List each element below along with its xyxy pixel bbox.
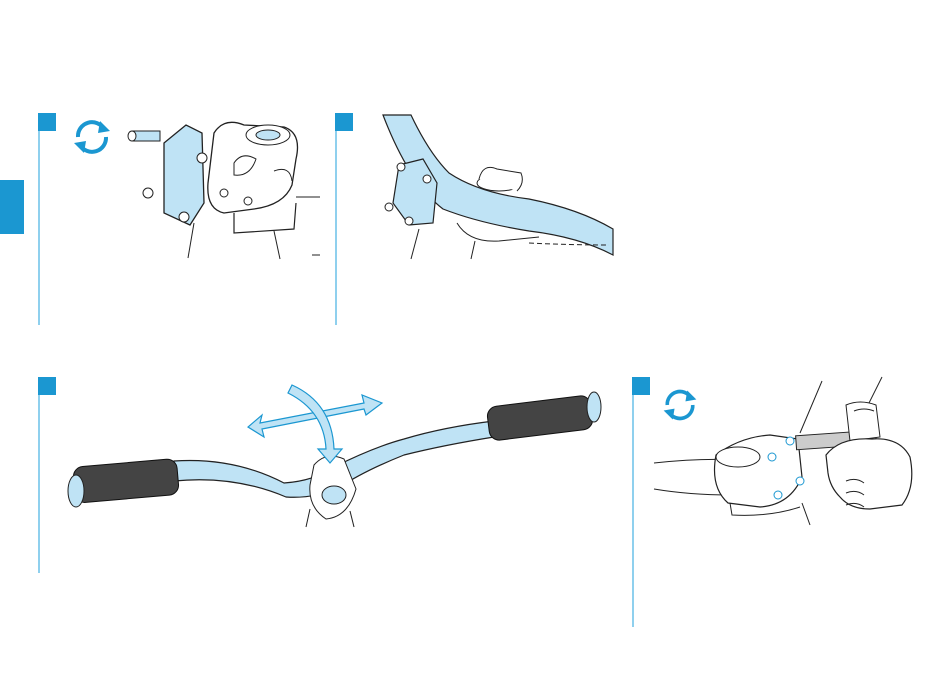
rotate-arrows-icon bbox=[70, 115, 114, 159]
step-1-rule bbox=[38, 113, 40, 325]
step-4-marker bbox=[632, 377, 650, 395]
step-3-marker bbox=[38, 377, 56, 395]
move-arrows-icon bbox=[248, 385, 382, 463]
stem-faceplate-removed-illustration bbox=[124, 113, 324, 263]
step-4-rule bbox=[632, 377, 634, 627]
step-4 bbox=[632, 377, 932, 627]
step-1 bbox=[38, 113, 338, 325]
step-2 bbox=[335, 113, 625, 325]
handlebar-inserted-illustration bbox=[379, 113, 615, 261]
torque-wrench-tightening-illustration bbox=[650, 377, 916, 527]
step-3-rule bbox=[38, 377, 40, 573]
handlebar-adjust-illustration bbox=[64, 377, 620, 527]
section-tab bbox=[0, 180, 24, 234]
step-2-marker bbox=[335, 113, 353, 131]
step-2-rule bbox=[335, 113, 337, 325]
step-3 bbox=[38, 377, 618, 573]
step-1-marker bbox=[38, 113, 56, 131]
